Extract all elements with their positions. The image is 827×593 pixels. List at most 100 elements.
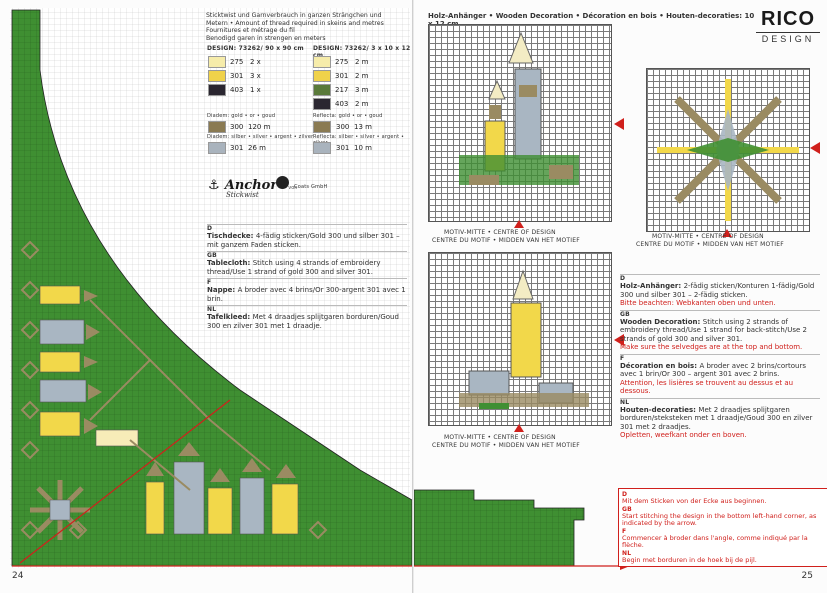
rico-logo: RICO DESIGN [752, 8, 824, 44]
logo-design: DESIGN [761, 34, 815, 44]
thread-code: 217 [335, 86, 349, 94]
anchor-logo: ⚓ Anchor von Stickwist [208, 174, 297, 199]
instruction-body: Met 2 draadjes splijtgaren borduren/stek… [620, 405, 813, 431]
motif-candle-bow-art [459, 269, 589, 409]
gold-swatch-a [208, 121, 226, 133]
corner-instruction: Mit dem Sticken von der Ecke aus beginne… [622, 497, 767, 505]
instruction-title: Tablecloth: [207, 259, 253, 267]
thread-amount: 3 m [355, 86, 369, 94]
page-number-right: 25 [801, 571, 813, 581]
page-number-left: 24 [12, 571, 24, 581]
thread-amount: 2 m [355, 58, 369, 66]
instruction-title: Nappe: [207, 286, 238, 294]
motif-1-caption-2: CENTRE DU MOTIF • MIDDEN VAN HET MOTIEF [432, 237, 580, 244]
motif-1-arrow-right [614, 118, 624, 130]
thread-swatch [208, 84, 226, 96]
silver-code-a: 301 [230, 144, 244, 152]
corner-language-code: NL [622, 549, 632, 557]
coats-logo [276, 176, 289, 189]
instruction-title: Houten-decoraties: [620, 405, 699, 414]
motif-3-arrow-right [614, 334, 624, 346]
logo-rico: RICO [761, 8, 815, 30]
thread-amount: 3 x [250, 72, 261, 80]
logo-divider [756, 32, 820, 33]
silver-amount-b: 10 m [354, 144, 372, 152]
instruction-title: Tischdecke: [207, 232, 256, 240]
thread-code: 403 [230, 86, 244, 94]
motif-candles-art [459, 31, 579, 185]
instruction-note: Bitte beachten: Webkanten oben und unten… [620, 299, 776, 307]
instruction-note: Opletten, weefkant onder en boven. [620, 431, 747, 439]
language-code: D [207, 225, 213, 232]
language-code: GB [620, 310, 630, 318]
thread-swatch [313, 98, 331, 110]
gold-caption-b: Reflecta: gold • or • goud [313, 113, 383, 119]
brand-sub: Stickwist [226, 191, 259, 199]
instruction-note: Make sure the selvedges are at the top a… [620, 343, 803, 351]
thread-header-line: Fournitures et métrage du fil [206, 27, 295, 35]
corner-instruction: Begin met borduren in de hoek bij de pij… [622, 555, 757, 564]
motif-3-arrow-bottom [514, 424, 524, 432]
silver-code-b: 301 [336, 144, 350, 152]
motif-2-arrow-right [810, 142, 820, 154]
language-code: NL [207, 306, 217, 313]
motif-3-caption-2: CENTRE DU MOTIF • MIDDEN VAN HET MOTIEF [432, 442, 580, 449]
left-page: Sticktwist und Garnverbrauch in ganzen S… [0, 0, 413, 593]
gold-code-b: 300 [336, 123, 350, 131]
thread-code: 275 [335, 58, 349, 66]
silver-amount-a: 26 m [248, 144, 266, 152]
instruction-title: Tafelkleed: [207, 313, 253, 321]
motif-star-art [657, 79, 799, 221]
thread-code: 301 [230, 72, 244, 80]
thread-amount: 2 x [250, 58, 261, 66]
language-code: NL [620, 398, 630, 406]
instruction-title: Holz-Anhänger: [620, 282, 684, 290]
thread-code: 301 [335, 72, 349, 80]
language-code: F [207, 279, 212, 286]
instruction-body: Stitch using 2 strands of embroidery thr… [620, 317, 807, 343]
thread-amount: 2 m [355, 100, 369, 108]
instruction-body: Stitch using 4 strands of embroidery thr… [207, 259, 381, 276]
thread-header-line: Metern • Amount of thread required in sk… [206, 19, 384, 27]
language-code: GB [207, 252, 217, 259]
thread-header: Sticktwist und Garnverbrauch in ganzen S… [206, 12, 406, 42]
instruction-title: Wooden Decoration: [620, 317, 703, 326]
motif-2-caption-2: CENTRE DU MOTIF • MIDDEN VAN HET MOTIEF [636, 241, 784, 248]
motif-chart-star [646, 68, 810, 232]
language-code: F [620, 354, 625, 362]
thread-swatch [313, 84, 331, 96]
corner-instruction: Start stitching the design in the bottom… [622, 511, 817, 527]
instruction-text: Tafelkleed: Met 4 draadjes splijtgaren b… [207, 313, 407, 330]
brand-name: Anchor [224, 178, 278, 193]
thread-code: 403 [335, 100, 349, 108]
instruction-title: Décoration en bois: [620, 361, 700, 370]
motif-chart-candles [428, 24, 612, 222]
coats-label: Coats GmbH [294, 184, 328, 190]
thread-header-line: Benodigd garen in strengen en meters [206, 34, 326, 42]
silver-caption-a: Diadem: silber • silver • argent • zilve… [207, 134, 314, 140]
instruction-body: Met 4 draadjes splijtgaren borduren/Goud… [207, 313, 399, 330]
corner-language-code: F [622, 527, 627, 535]
instruction-text: Wooden Decoration: Stitch using 2 strand… [620, 318, 820, 344]
language-code: D [620, 275, 626, 282]
instruction-note: Attention, les lisières se trouvent au d… [620, 378, 794, 396]
thread-amount: 2 m [355, 72, 369, 80]
brand-von: von [288, 185, 298, 191]
design-b-label: DESIGN: 73262/ 3 x 10 x 12 cm [313, 45, 411, 59]
corner-instruction: Commencer à broder dans l'angle, comme i… [622, 533, 808, 549]
motif-3-caption-1: MOTIV-MITTE • CENTRE OF DESIGN [444, 434, 556, 441]
thread-code: 275 [230, 58, 244, 66]
gold-amount-a: 120 m [248, 123, 271, 131]
right-bottom-chart [414, 489, 630, 570]
motif-chart-candle-bow [428, 252, 612, 426]
instruction-text: Holz-Anhänger: 2-fädig sticken/Konturen … [620, 282, 820, 299]
instruction-text: Tablecloth: Stitch using 4 strands of em… [207, 259, 407, 276]
motif-2-arrow-bottom [722, 229, 732, 237]
